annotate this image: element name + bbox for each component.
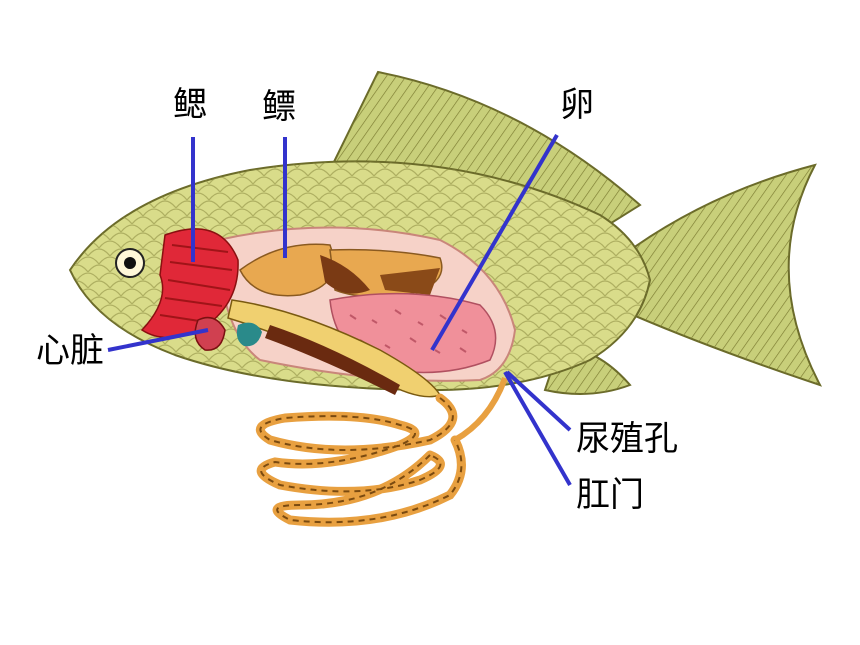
liver — [320, 255, 370, 294]
heart-leader-line — [107, 328, 209, 352]
label-heart: 心脏 — [36, 331, 104, 371]
tail-fin-rays — [610, 165, 820, 385]
gill-filaments — [159, 244, 233, 323]
kidney — [380, 268, 440, 295]
label-swim-bladder: 鳔 — [262, 87, 296, 127]
anus-leader-line — [503, 371, 572, 486]
eye-pupil — [124, 257, 136, 269]
label-gill: 鳃 — [173, 85, 207, 125]
rectum — [453, 376, 508, 443]
gut-dark — [265, 325, 400, 395]
label-egg: 卵 — [560, 85, 594, 125]
label-anus: 肛门 — [576, 475, 644, 515]
heart — [194, 316, 226, 351]
intestine-outline — [259, 397, 463, 524]
egg-leader-line — [430, 133, 559, 352]
label-urogenital-pore: 尿殖孔 — [576, 419, 678, 459]
urogenital-pore-leader-line — [505, 370, 572, 432]
gallbladder — [236, 322, 262, 347]
dorsal-fin-rays — [330, 72, 640, 230]
